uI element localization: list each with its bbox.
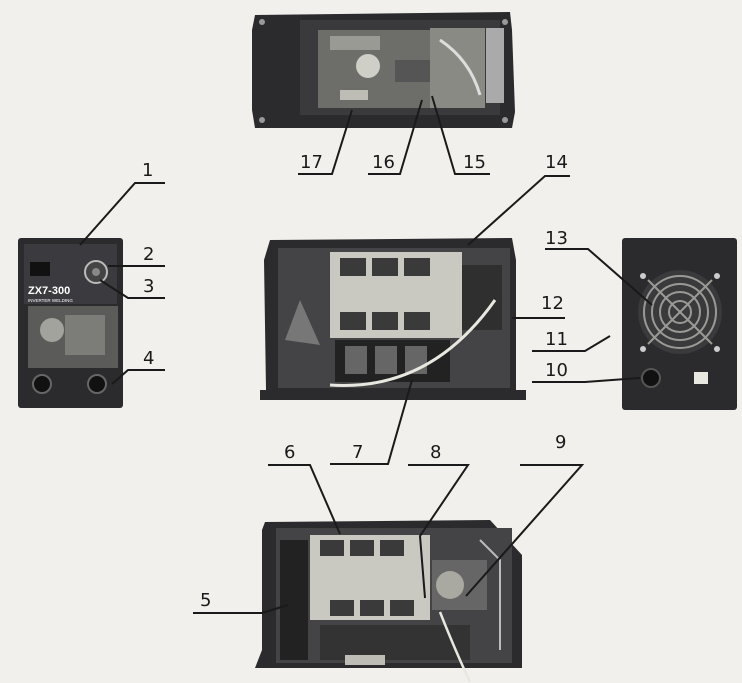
power-cable-entry: [642, 369, 660, 387]
callout-10: 10: [545, 360, 568, 381]
callout-2: 2: [143, 244, 154, 265]
callout-16: 16: [372, 152, 395, 173]
callout-7: 7: [352, 442, 363, 463]
callout-14: 14: [545, 152, 568, 173]
front-model-label: ZX7-300: [28, 285, 70, 297]
side-view: [260, 238, 526, 400]
power-switch: [694, 372, 708, 384]
rear-panel-view: [622, 238, 737, 410]
callout-5: 5: [200, 590, 211, 611]
callout-15: 15: [463, 152, 486, 173]
callout-6: 6: [284, 442, 295, 463]
other-side-view: [255, 520, 522, 682]
front-display: [30, 262, 50, 276]
callout-4: 4: [143, 348, 154, 369]
callout-17: 17: [300, 152, 323, 173]
callout-1: 1: [142, 160, 153, 181]
callout-8: 8: [430, 442, 441, 463]
callout-12: 12: [541, 293, 564, 314]
callout-9: 9: [555, 432, 566, 453]
callout-3: 3: [143, 276, 154, 297]
callout-13: 13: [545, 228, 568, 249]
output-terminal-positive: [88, 375, 106, 393]
front-panel-view: ZX7-300 INVERTER WELDING: [18, 238, 123, 408]
top-capacitor: [356, 54, 380, 78]
front-subtitle-label: INVERTER WELDING: [28, 298, 73, 303]
top-view: [252, 12, 515, 128]
output-terminal-negative: [33, 375, 51, 393]
callout-11: 11: [545, 329, 568, 350]
